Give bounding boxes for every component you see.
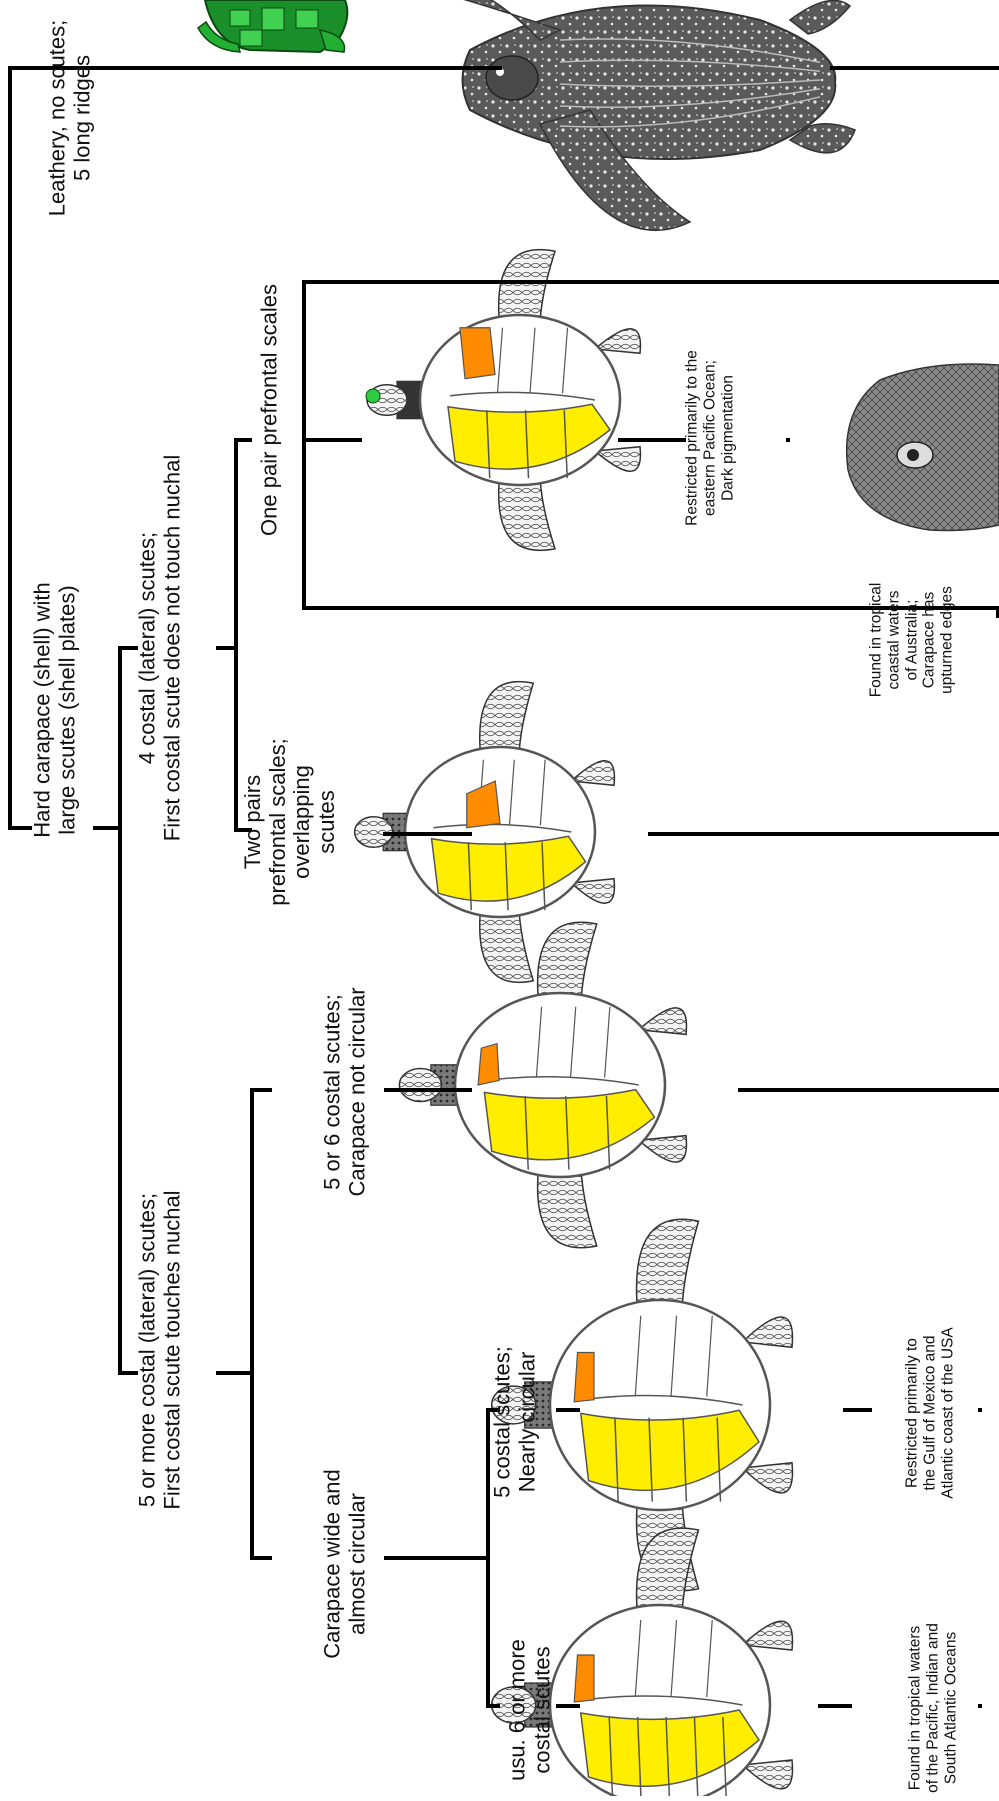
note-gulf-mexico: Restricted primarily to the Gulf of Mexi…	[903, 1327, 956, 1498]
turtle-head-sketch-icon	[847, 364, 999, 530]
green-turtle-icon	[399, 922, 686, 1247]
label-leathery: Leathery, no scutes; 5 long ridges	[45, 20, 94, 217]
leatherback-turtle-icon	[430, 0, 855, 230]
note-australia: Found in tropical coastal waters of Aust…	[867, 583, 956, 698]
label-four-costal: 4 costal (lateral) scutes; First costal …	[135, 455, 184, 841]
label-five-or-six: 5 or 6 costal scutes; Carapace not circu…	[320, 987, 369, 1196]
label-one-pair-prefrontal: One pair prefrontal scales	[258, 284, 283, 536]
label-six-or-more: usu. 6 or more costal scutes	[505, 1639, 554, 1781]
label-two-pairs-prefrontal: Two pairs prefrontal scales; overlapping…	[241, 738, 340, 906]
label-five-costal-circular: 5 costal scutes; Nearly circular	[490, 1346, 539, 1498]
green-turtle-fragment-icon	[198, 0, 347, 52]
note-eastern-pacific: Restricted primarily to the eastern Paci…	[683, 350, 736, 526]
flatback-turtle-icon	[366, 250, 640, 551]
label-five-plus-costal: 5 or more costal (lateral) scutes; First…	[135, 1190, 184, 1509]
note-tropical-waters: Found in tropical waters of the Pacific,…	[906, 1623, 959, 1793]
label-hard-carapace: Hard carapace (shell) with large scutes …	[30, 582, 79, 838]
label-wide-circular: Carapace wide and almost circular	[320, 1469, 369, 1659]
